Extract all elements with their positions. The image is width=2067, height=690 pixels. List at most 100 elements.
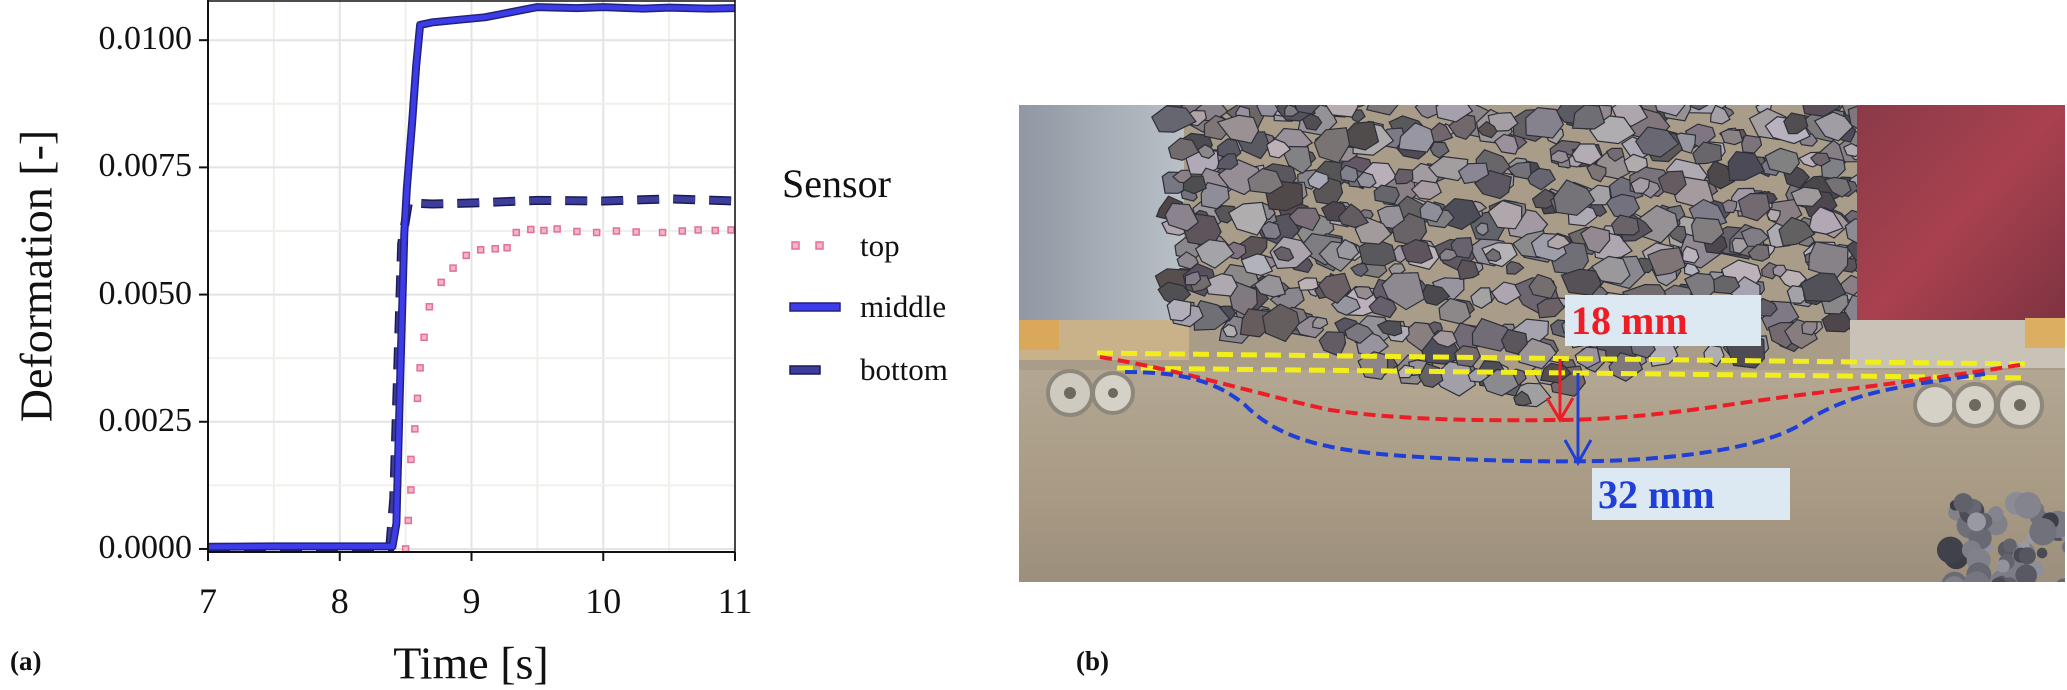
rock xyxy=(1764,147,1800,175)
rock xyxy=(1253,274,1287,298)
series-top-point xyxy=(711,226,719,235)
series-top-point xyxy=(413,394,422,403)
rock xyxy=(1783,112,1809,135)
rock xyxy=(1337,203,1370,229)
left-rollers xyxy=(1046,369,1135,417)
rock xyxy=(1630,176,1651,194)
rock xyxy=(1988,506,2004,522)
deformation-plot xyxy=(199,0,736,561)
rock xyxy=(1821,311,1854,333)
rock xyxy=(1690,216,1725,245)
rock xyxy=(1531,188,1557,209)
rock xyxy=(2002,577,2017,582)
rock xyxy=(2017,575,2030,582)
series-top-point xyxy=(694,226,702,234)
rock xyxy=(1393,168,1414,185)
x-tick-label: 9 xyxy=(462,581,481,621)
rock xyxy=(1991,577,2007,582)
rock xyxy=(1435,105,1474,123)
series-top-point xyxy=(527,225,535,234)
right-red-block xyxy=(1857,105,2065,330)
rock xyxy=(1500,328,1528,355)
rock xyxy=(1376,205,1405,230)
series-top-point xyxy=(411,425,419,433)
rock xyxy=(1586,162,1607,183)
series-top-point xyxy=(407,486,415,494)
rock xyxy=(1571,105,1606,130)
series-top-point xyxy=(407,455,415,464)
rock xyxy=(1944,576,1965,582)
rock xyxy=(1807,206,1844,235)
rock xyxy=(1506,161,1532,180)
test-photo xyxy=(1019,105,2065,596)
rock xyxy=(1813,111,1854,142)
rock xyxy=(1683,262,1701,277)
legend-label-middle: middle xyxy=(860,289,947,324)
left-yellow-block xyxy=(1019,320,1059,350)
rock xyxy=(1963,571,1990,582)
rock xyxy=(1182,175,1207,195)
rock xyxy=(1400,238,1434,264)
rock xyxy=(1344,322,1374,344)
rock xyxy=(2018,547,2036,565)
rock xyxy=(1713,275,1741,295)
axes xyxy=(199,0,736,561)
rock xyxy=(1505,260,1525,275)
legend-symbol-bottom xyxy=(789,365,821,375)
rock xyxy=(1470,287,1493,309)
grid xyxy=(207,0,736,552)
red-arrow xyxy=(1545,359,1575,423)
rock xyxy=(1525,106,1565,139)
rock xyxy=(1941,571,1968,582)
rock xyxy=(1450,236,1474,259)
rock xyxy=(1972,583,1985,596)
water-region xyxy=(1019,370,2065,582)
rock xyxy=(1553,179,1596,216)
rock xyxy=(1261,303,1300,343)
rock xyxy=(1350,262,1369,278)
series-top-point xyxy=(420,333,428,342)
rock xyxy=(1623,153,1649,173)
y-tick-label: 0.0050 xyxy=(98,274,193,312)
rock xyxy=(1611,214,1640,236)
series-top-point xyxy=(462,251,470,260)
right-yellow-block xyxy=(2025,318,2065,348)
series-middle-line xyxy=(208,4,735,550)
rock xyxy=(1474,222,1489,237)
rock xyxy=(1256,105,1279,118)
rock xyxy=(1996,559,2010,573)
x-tick-label: 11 xyxy=(717,581,753,621)
rock xyxy=(1184,271,1202,286)
series-top-point xyxy=(476,246,485,254)
rock xyxy=(1727,150,1766,182)
rock xyxy=(1216,153,1239,170)
series-top-point xyxy=(658,228,667,237)
rock xyxy=(1151,105,1197,133)
x-axis-title: Time [s] xyxy=(393,637,549,689)
deformed-profile-red xyxy=(1099,355,2026,423)
rock xyxy=(1247,167,1284,194)
rocks-bottom-right xyxy=(1936,491,2065,596)
rock xyxy=(1307,170,1329,190)
rock xyxy=(1216,114,1260,144)
rock xyxy=(1709,105,1731,125)
rock xyxy=(1690,105,1709,111)
rock xyxy=(1741,134,1763,154)
annotation-32mm: 32 mm xyxy=(1592,468,1790,520)
rock xyxy=(1810,152,1831,167)
rock xyxy=(1967,512,1986,532)
series-top-point xyxy=(437,278,445,287)
rock xyxy=(1431,330,1458,348)
rock xyxy=(2015,564,2037,582)
rock xyxy=(1457,162,1490,185)
rock xyxy=(1166,298,1192,322)
rock xyxy=(1176,251,1199,270)
rock xyxy=(1272,245,1295,262)
series-top-point xyxy=(612,227,621,235)
series-top-point xyxy=(449,264,457,272)
rock xyxy=(1366,105,1399,116)
rock xyxy=(1692,141,1723,165)
rock xyxy=(1376,319,1403,337)
series-top-point xyxy=(727,226,735,234)
